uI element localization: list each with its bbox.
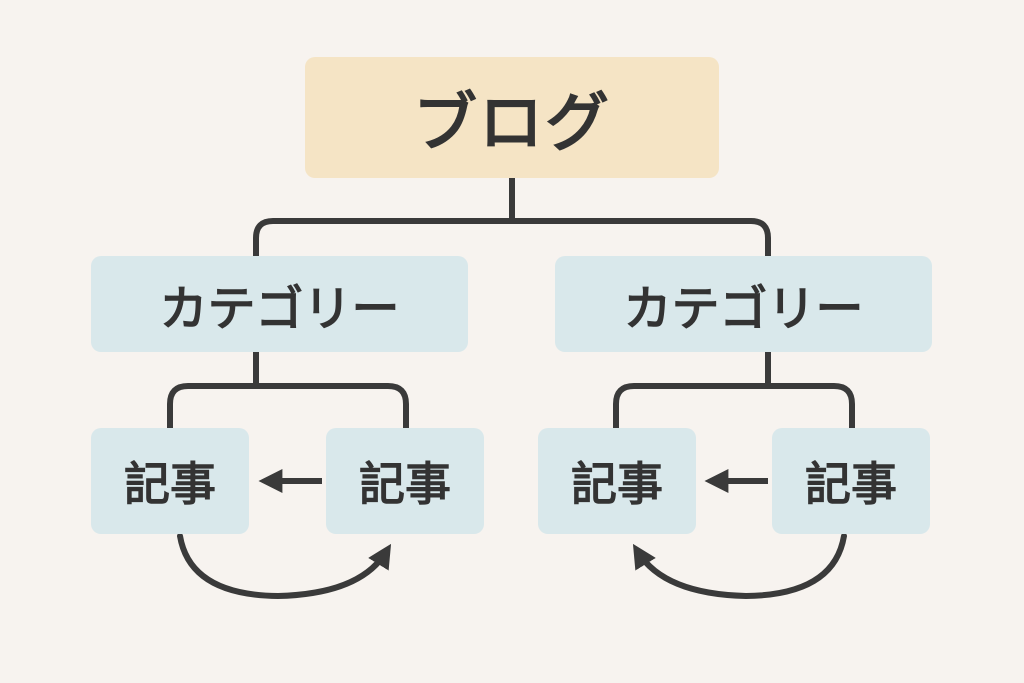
root-node-label: ブログ [413, 86, 611, 161]
root-node-blog: ブログ [305, 57, 719, 178]
article-node-4: 記事 [772, 428, 930, 534]
article-node-2: 記事 [326, 428, 484, 534]
article-node-label: 記事 [359, 457, 451, 511]
article-node-label: 記事 [571, 457, 663, 511]
left-category-to-articles-connector [167, 349, 409, 431]
category-node-left: カテゴリー [91, 256, 468, 352]
right-curved-arrow [632, 533, 847, 600]
article-node-label: 記事 [124, 457, 216, 511]
article-node-3: 記事 [538, 428, 696, 534]
right-category-to-articles-connector [613, 349, 855, 431]
root-to-categories-connector [253, 175, 771, 259]
category-node-label: カテゴリー [623, 281, 864, 337]
category-node-label: カテゴリー [159, 281, 400, 337]
left-curved-arrow [177, 533, 392, 600]
category-node-right: カテゴリー [555, 256, 932, 352]
article-node-label: 記事 [805, 457, 897, 511]
article-node-1: 記事 [91, 428, 249, 534]
